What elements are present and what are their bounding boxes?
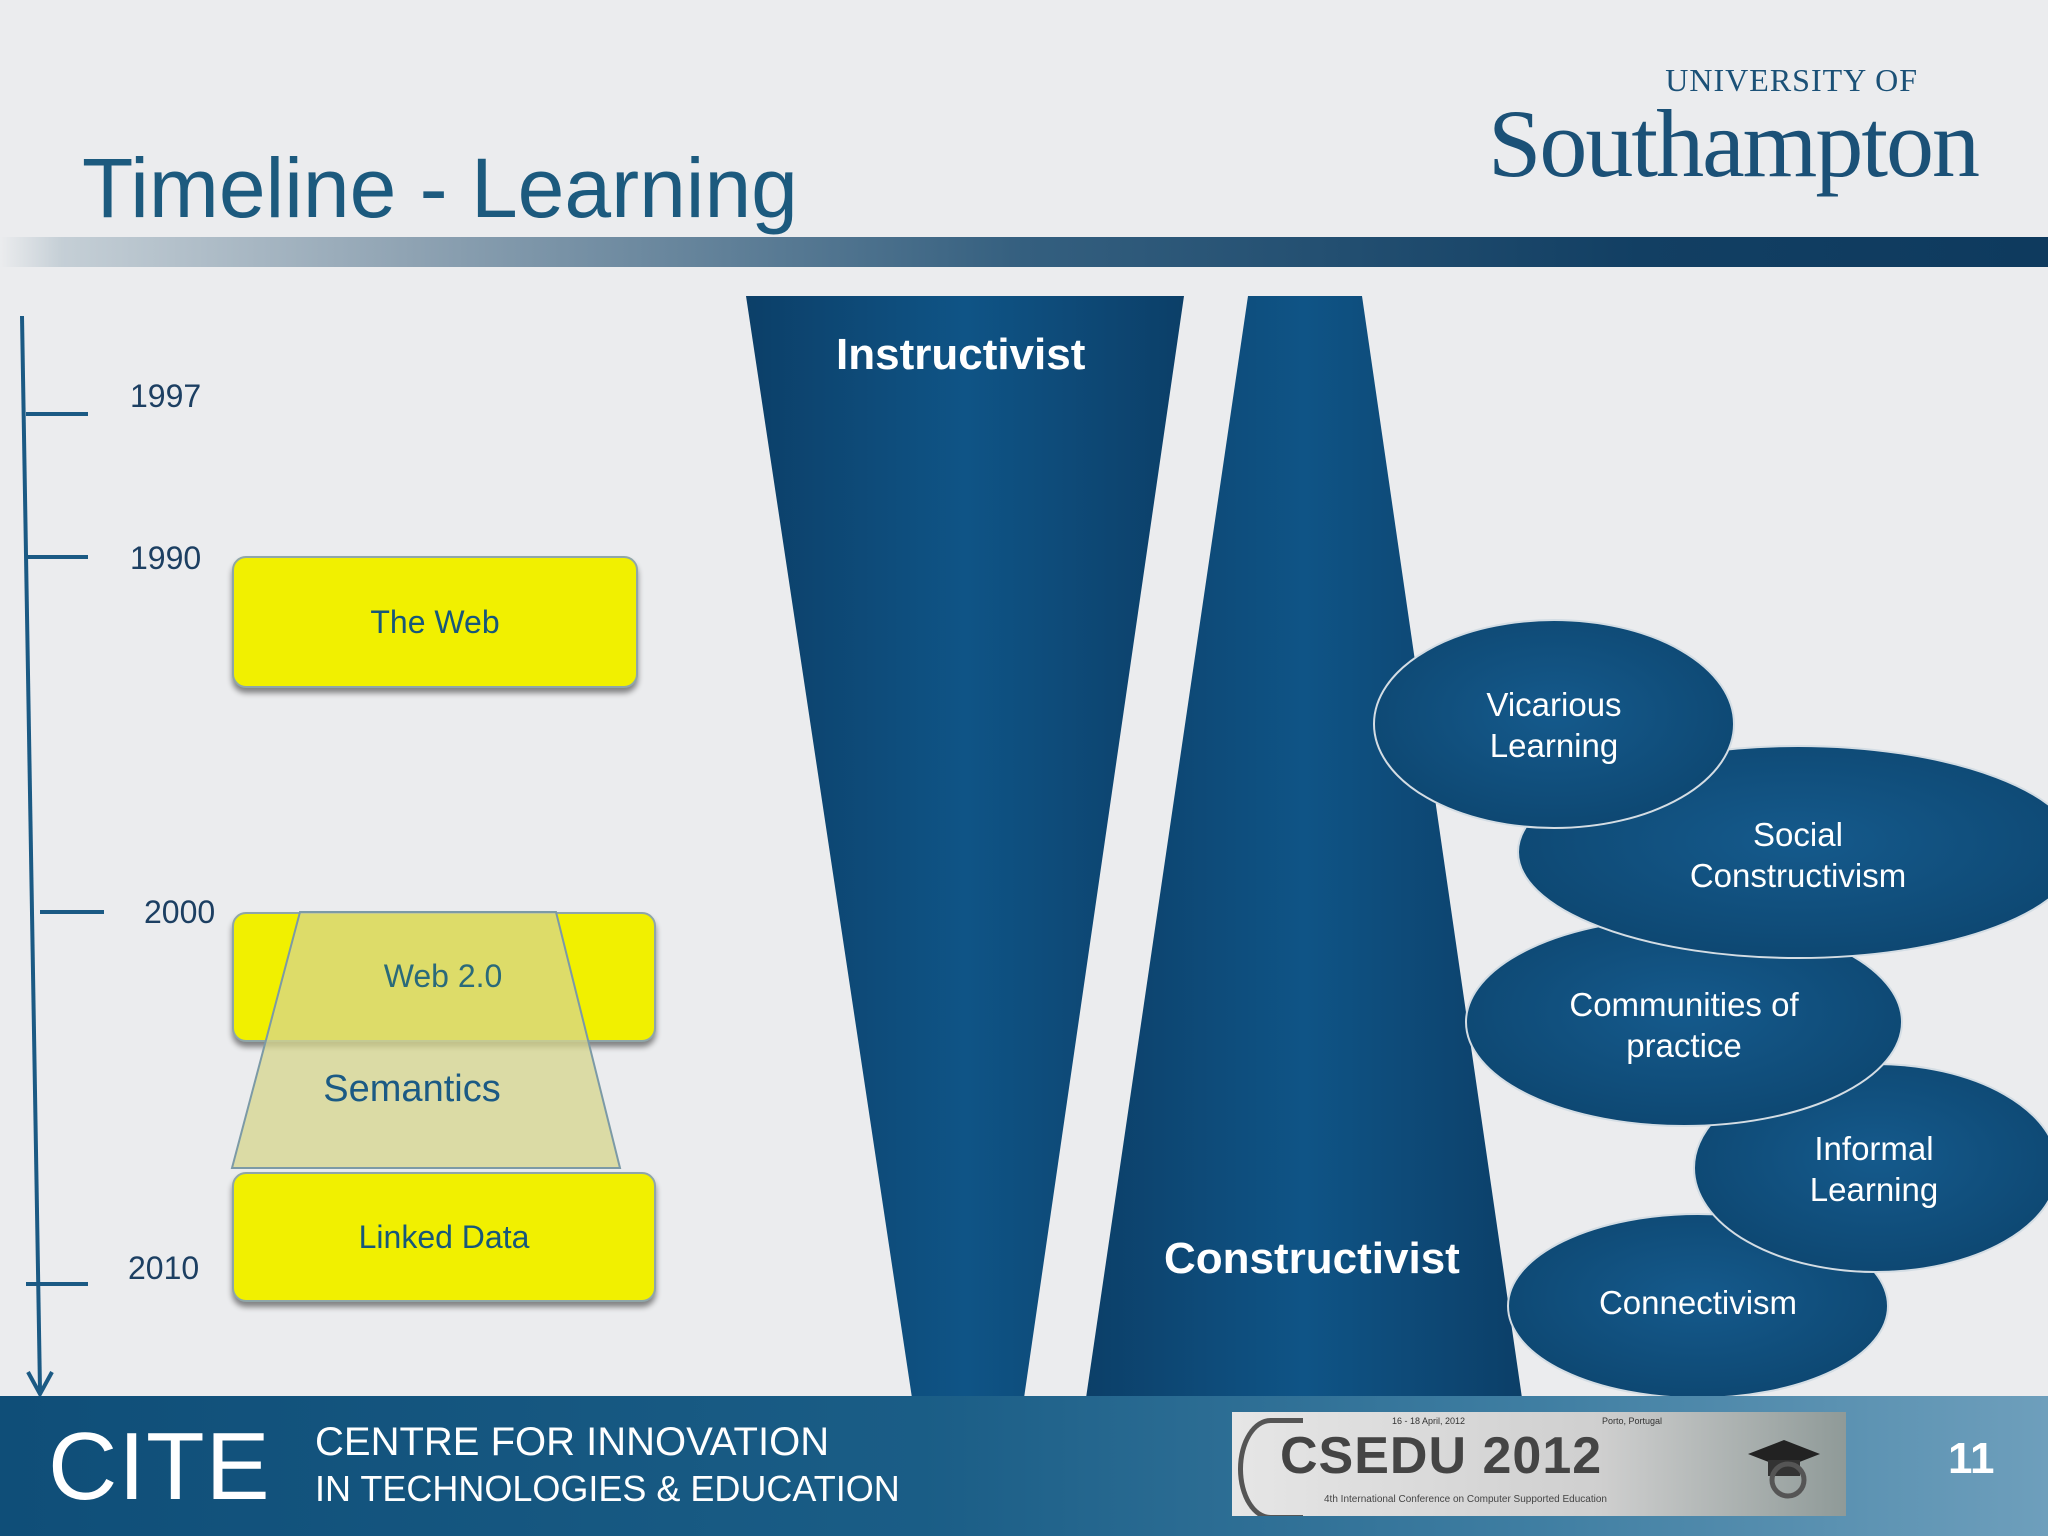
page-number: 11 <box>1948 1434 1995 1483</box>
vicarious-line2: Learning <box>1489 727 1619 764</box>
year-label-2000: 2000 <box>144 894 216 930</box>
logo-southampton: Southampton <box>1488 90 1980 197</box>
constructivist-wedge <box>1086 296 1522 1398</box>
box-the-web: The Web <box>232 556 638 688</box>
semantics-label: Semantics <box>323 1068 501 1110</box>
graduation-cap-icon <box>1748 1440 1820 1499</box>
year-label-2010: 2010 <box>128 1250 200 1286</box>
instructivist-label: Instructivist <box>836 330 1086 379</box>
connectivism-line1: Connectivism <box>1598 1284 1798 1321</box>
communities-line1: Communities of <box>1569 986 1799 1023</box>
year-label-1990: 1990 <box>130 540 202 576</box>
social-line2: Constructivism <box>1689 857 1907 894</box>
constructivist-label: Constructivist <box>1164 1234 1460 1283</box>
swirl-icon <box>1238 1418 1303 1516</box>
social-line1: Social <box>1753 816 1843 853</box>
conference-description: 4th International Conference on Computer… <box>1324 1494 1607 1505</box>
logo-university-of: UNIVERSITY OF <box>1665 62 1918 98</box>
label-connectivism: Connectivism <box>1548 1282 1848 1323</box>
timeline-axis <box>20 315 104 1399</box>
slide-title: Timeline - Learning <box>82 141 798 235</box>
web20-label: Web 2.0 <box>383 958 503 994</box>
cite-line1: CENTRE FOR INNOVATION <box>315 1420 830 1464</box>
label-social-constructivism: Social Constructivism <box>1648 814 1948 896</box>
communities-line2: practice <box>1626 1027 1742 1064</box>
semantics-trapezoid <box>230 911 622 1169</box>
label-communities-of-practice: Communities of practice <box>1534 984 1834 1066</box>
informal-line1: Informal <box>1814 1130 1934 1167</box>
cite-line2: IN TECHNOLOGIES & EDUCATION <box>315 1468 900 1509</box>
csedu-badge: 16 - 18 April, 2012 Porto, Portugal CSED… <box>1232 1412 1846 1516</box>
instructivist-wedge <box>746 296 1184 1398</box>
label-informal-learning: Informal Learning <box>1724 1128 2024 1210</box>
vicarious-line1: Vicarious <box>1486 686 1622 723</box>
conference-dates: 16 - 18 April, 2012 <box>1392 1416 1466 1426</box>
conference-place: Porto, Portugal <box>1602 1416 1663 1426</box>
university-logo: UNIVERSITY OF Southampton <box>1480 58 2000 197</box>
cite-logo: CITE <box>48 1413 271 1520</box>
box-linked-data: Linked Data <box>232 1172 656 1302</box>
title-rule <box>0 237 2048 267</box>
conference-name: CSEDU 2012 <box>1280 1427 1603 1485</box>
year-label-1997: 1997 <box>130 378 202 414</box>
informal-line2: Learning <box>1809 1171 1939 1208</box>
ellipse-vicarious-learning <box>1373 619 1735 829</box>
label-vicarious-learning: Vicarious Learning <box>1404 684 1704 766</box>
